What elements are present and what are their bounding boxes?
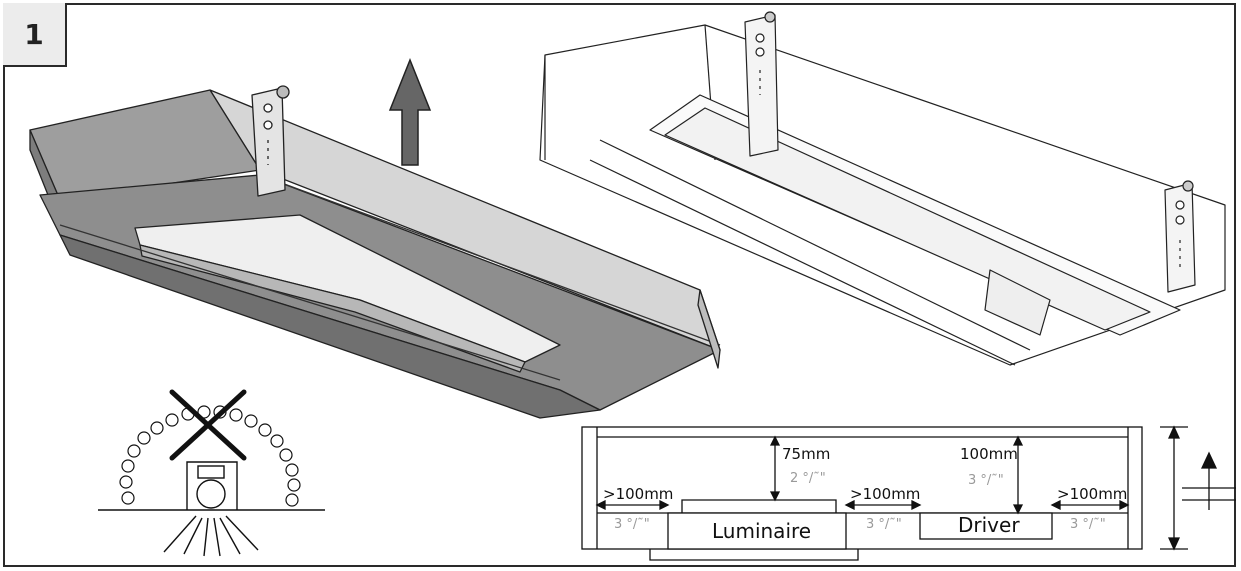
clearance-side-middle: >100mm [850, 485, 920, 503]
clearance-section [581, 425, 1236, 561]
clearance-side-middle-sub: 3 °/˜" [866, 517, 902, 532]
driver-label: Driver [958, 513, 1020, 537]
clearance-top-luminaire-sub: 2 °/˜" [790, 471, 826, 486]
clearance-side-right: >100mm [1057, 485, 1127, 503]
luminaire-perspective-right [539, 11, 1226, 366]
clearance-side-right-sub: 3 °/˜" [1070, 517, 1106, 532]
clearance-top-luminaire: 75mm [782, 445, 830, 463]
luminaire-label: Luminaire [712, 519, 811, 543]
lift-up-arrow-icon [388, 57, 432, 166]
clearance-side-left-sub: 3 °/˜" [614, 517, 650, 532]
clearance-top-driver: 100mm [960, 445, 1018, 463]
clearance-top-driver-sub: 3 °/˜" [968, 473, 1004, 488]
step-number-badge: 1 [3, 3, 67, 67]
no-insulation-cover-icon [98, 389, 325, 557]
illustration-frame [3, 3, 1236, 567]
clearance-side-left: >100mm [603, 485, 673, 503]
luminaire-perspective-left [29, 85, 721, 419]
luminaire-box [667, 512, 847, 550]
driver-box [919, 512, 1053, 540]
